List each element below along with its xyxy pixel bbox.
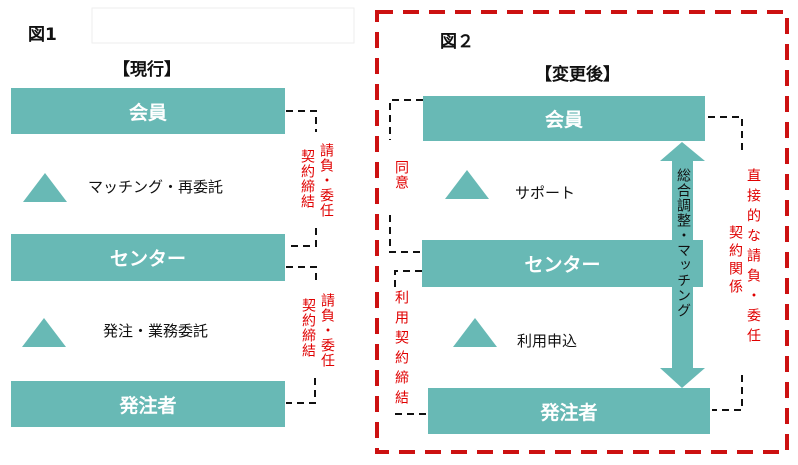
fig1-label: 図1 [28, 25, 57, 45]
fig1-node-member: 会員 [11, 88, 285, 134]
dashed-link [712, 375, 743, 411]
fig1-contract-upper-a: 契約締結 [299, 149, 315, 209]
fig2-arrow-text: 総合調整・マッチング [675, 168, 691, 318]
fig2-link-consent: 同意 [393, 160, 409, 190]
fig2-label: 図２ [440, 32, 474, 52]
fig2-node-member: 会員 [423, 96, 705, 141]
fig2-step-lower: 利用申込 [517, 332, 578, 350]
fig1-contract-lower-a: 契約締結 [300, 298, 316, 358]
fig1-step-lower: 発注・業務委託 [103, 322, 209, 340]
dashed-link [286, 378, 316, 404]
dashed-link [394, 270, 422, 288]
fig2-link-usage-contract: 利用契約締結 [393, 290, 409, 410]
triangle-icon [445, 170, 489, 199]
blank-caption-box [91, 7, 355, 44]
fig1-heading: 【現行】 [113, 60, 181, 80]
dashed-link [389, 215, 422, 253]
triangle-icon [22, 318, 66, 347]
dashed-link [286, 266, 317, 282]
fig1-node-center: センター [11, 234, 285, 281]
dashed-link [286, 228, 317, 247]
fig2-node-center: センター [422, 240, 703, 287]
fig1-contract-upper-b: 請負・委任 [318, 143, 334, 218]
fig1-contract-lower-b: 請負・委任 [319, 293, 335, 368]
fig2-node-client: 発注者 [428, 388, 710, 434]
fig2-step-upper: サポート [515, 184, 576, 202]
fig2-frame [375, 10, 789, 454]
triangle-icon [453, 318, 497, 347]
fig2-contract-relation: 契約関係 [727, 225, 743, 297]
dashed-link [286, 110, 317, 132]
fig1-step-upper: マッチング・再委託 [88, 178, 224, 196]
fig1-node-client: 発注者 [11, 381, 285, 427]
fig2-direct-contract: 直接的な請負・委任 [745, 168, 761, 348]
fig2-heading: 【変更後】 [535, 65, 620, 85]
triangle-icon [23, 173, 67, 202]
